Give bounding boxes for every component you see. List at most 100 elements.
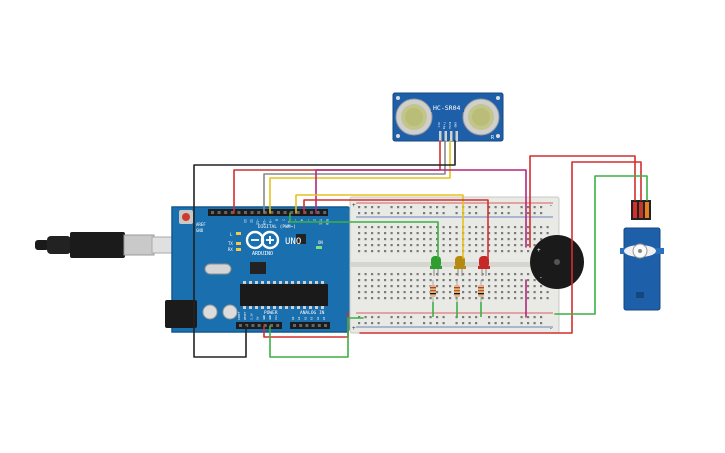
breadboard-hole	[384, 285, 387, 288]
breadboard-hole	[416, 244, 419, 247]
breadboard-hole	[507, 206, 510, 209]
breadboard-hole	[507, 232, 510, 235]
breadboard-hole	[494, 244, 497, 247]
chip-pin	[321, 281, 324, 284]
breadboard-hole	[403, 279, 406, 282]
breadboard-hole	[501, 238, 504, 241]
breadboard-hole	[358, 285, 361, 288]
rail-minus-label-bottom: -	[549, 325, 553, 332]
wire-servo-red-2	[359, 161, 642, 334]
header-hole	[316, 211, 320, 214]
microcontroller-chip	[240, 284, 328, 306]
breadboard-hole	[390, 250, 393, 253]
breadboard-hole	[384, 279, 387, 282]
wire-led-red	[303, 199, 489, 259]
breadboard-hole	[423, 322, 426, 325]
wire-group	[193, 140, 648, 358]
breadboard-hole	[449, 244, 452, 247]
breadboard-hole	[527, 206, 530, 209]
breadboard-hole	[390, 238, 393, 241]
breadboard-hole	[468, 212, 471, 215]
breadboard-hole	[358, 291, 361, 294]
breadboard-hole	[488, 316, 491, 319]
breadboard-hole	[494, 297, 497, 300]
power-pin-label: 5V	[256, 316, 260, 320]
breadboard-hole	[371, 244, 374, 247]
breadboard-hole	[410, 322, 413, 325]
breadboard-hole	[358, 273, 361, 276]
breadboard-hole	[488, 226, 491, 229]
breadboard-hole	[455, 250, 458, 253]
resistor-band	[478, 287, 484, 289]
breadboard-hole	[390, 322, 393, 325]
on-label: ON	[318, 240, 323, 245]
header-hole	[270, 211, 274, 214]
led-base	[454, 266, 466, 269]
breadboard-hole	[481, 250, 484, 253]
chip-pin	[297, 281, 300, 284]
breadboard-hole	[494, 285, 497, 288]
breadboard-hole	[520, 297, 523, 300]
header-hole	[296, 211, 300, 214]
breadboard-hole	[390, 226, 393, 229]
breadboard-hole	[423, 279, 426, 282]
breadboard-hole	[514, 279, 517, 282]
header-hole	[245, 324, 249, 327]
chip-pin	[309, 306, 312, 309]
transducer-right-icon	[462, 98, 500, 136]
header-hole	[237, 211, 241, 214]
breadboard-hole	[410, 226, 413, 229]
breadboard-hole	[416, 297, 419, 300]
breadboard-hole	[403, 297, 406, 300]
breadboard-hole	[533, 232, 536, 235]
breadboard-hole	[364, 238, 367, 241]
breadboard-hole	[384, 297, 387, 300]
chip-pin	[249, 306, 252, 309]
breadboard-hole	[442, 297, 445, 300]
breadboard-hole	[442, 322, 445, 325]
breadboard-hole	[377, 285, 380, 288]
breadboard-hole	[390, 206, 393, 209]
breadboard-hole	[488, 297, 491, 300]
breadboard-hole	[527, 322, 530, 325]
arduino-brand-label: ARDUINO	[252, 251, 273, 257]
breadboard-hole	[481, 297, 484, 300]
led-base	[430, 266, 442, 269]
breadboard-hole	[468, 244, 471, 247]
breadboard-hole	[533, 291, 536, 294]
analog-header-label: ANALOG IN	[300, 310, 325, 316]
chip-pin	[249, 281, 252, 284]
breadboard-hole	[423, 206, 426, 209]
breadboard-hole	[507, 285, 510, 288]
chip-pin	[243, 306, 246, 309]
resistor-band	[454, 293, 460, 295]
breadboard-hole	[416, 291, 419, 294]
breadboard-hole	[410, 212, 413, 215]
breadboard-hole	[377, 316, 380, 319]
breadboard-hole	[475, 232, 478, 235]
breadboard-hole	[429, 206, 432, 209]
breadboard-hole	[520, 226, 523, 229]
power-pin-label: RESET	[243, 311, 247, 320]
breadboard-hole	[449, 279, 452, 282]
breadboard-hole	[397, 212, 400, 215]
breadboard-hole	[527, 232, 530, 235]
sensor-pin-label: Echo	[448, 122, 452, 129]
breadboard-hole	[540, 212, 543, 215]
breadboard-hole	[442, 316, 445, 319]
breadboard-hole	[390, 279, 393, 282]
header-hole	[224, 211, 228, 214]
chip-pin	[267, 306, 270, 309]
breadboard-hole	[371, 291, 374, 294]
breadboard-hole	[540, 316, 543, 319]
breadboard-hole	[416, 279, 419, 282]
breadboard-hole	[520, 285, 523, 288]
breadboard-hole	[423, 316, 426, 319]
breadboard-hole	[442, 250, 445, 253]
breadboard-hole	[436, 316, 439, 319]
breadboard-hole	[390, 232, 393, 235]
digital-pin-label: ~5	[293, 219, 297, 223]
digital-pin-label: 13	[243, 219, 247, 223]
breadboard-hole	[455, 316, 458, 319]
chip-pin	[297, 306, 300, 309]
